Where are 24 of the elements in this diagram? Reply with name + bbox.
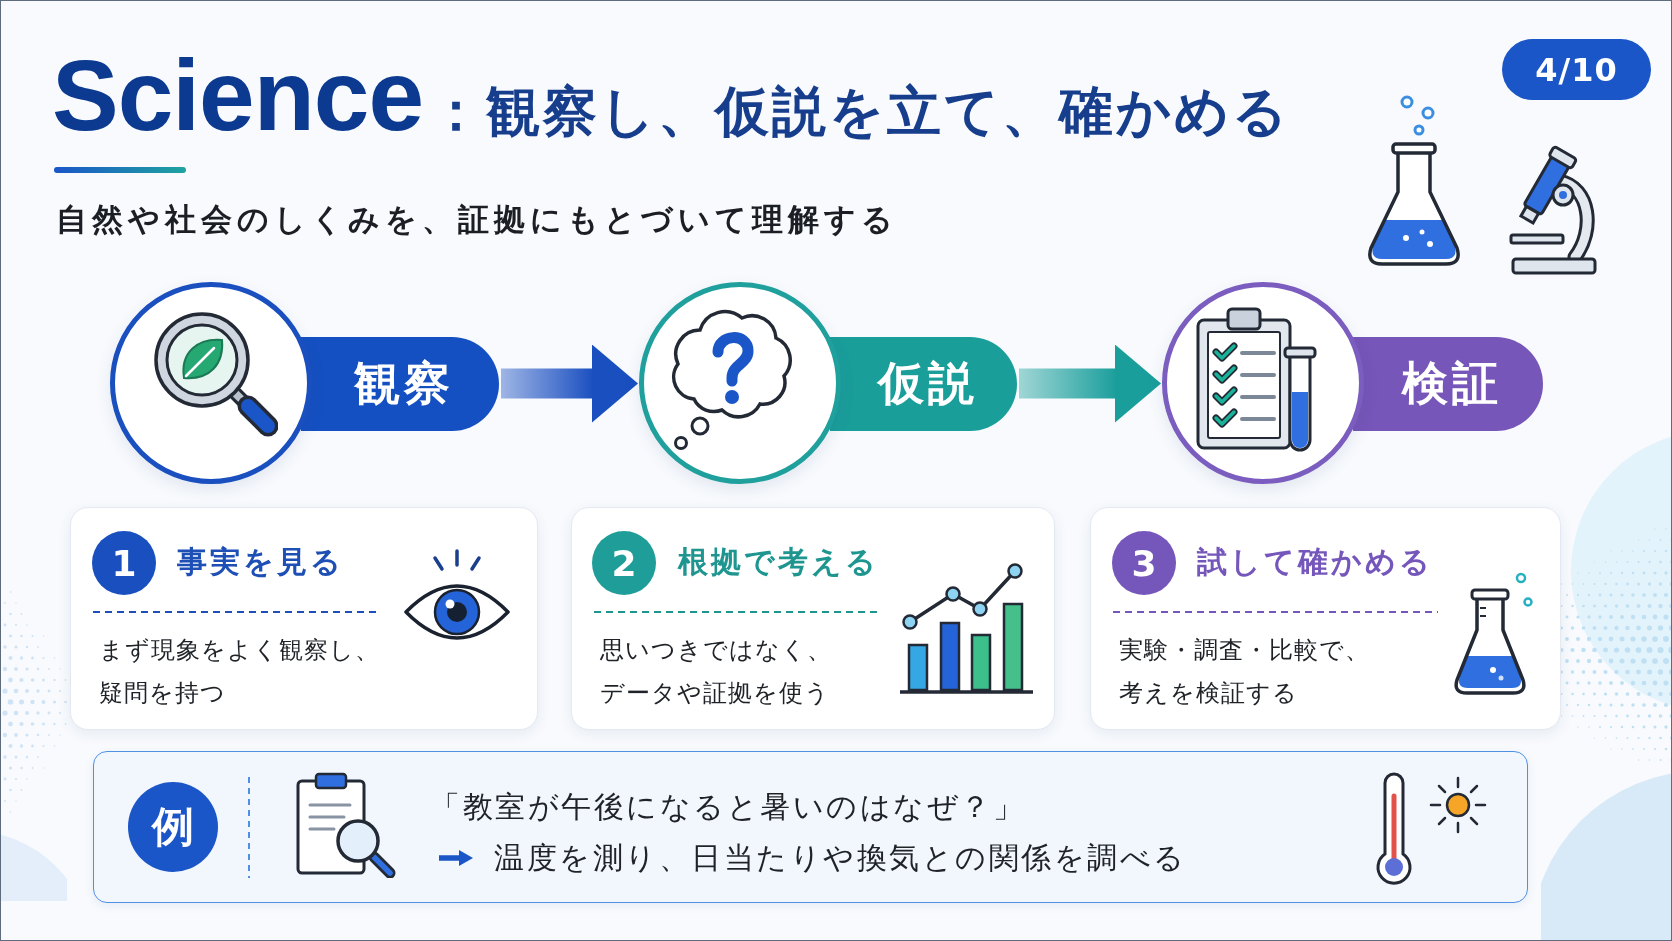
step-card xyxy=(70,507,538,730)
example-marker: 例 xyxy=(128,782,218,872)
card-heading: 根拠で考える xyxy=(678,543,879,581)
page-number: 4/10 xyxy=(1502,39,1651,100)
slide-title: Science：観察し、仮説を立て、確かめる xyxy=(52,45,1291,145)
example-panel xyxy=(93,751,1528,903)
card-heading: 事実を見る xyxy=(177,543,344,581)
card-text: まず現象をよく観察し、疑問を持つ xyxy=(99,635,381,709)
example-answer: 温度を測り、日当たりや換気との関係を調べる xyxy=(494,839,1187,877)
card-heading: 試して確かめる xyxy=(1197,543,1433,581)
step-number: 3 xyxy=(1112,531,1176,595)
card-text: 実験・調査・比較で、考えを検証する xyxy=(1119,635,1371,709)
example-question: 「教室が午後になると暑いのはなぜ？」 xyxy=(430,788,1025,826)
step-label: 検証 xyxy=(1353,337,1543,431)
subtitle: 自然や社会のしくみを、証拠にもとづいて理解する xyxy=(56,200,898,239)
step-label: 仮説 xyxy=(830,337,1017,431)
step-label: 観察 xyxy=(301,337,499,431)
arrow xyxy=(501,344,638,423)
step-number: 1 xyxy=(92,531,156,595)
step-card xyxy=(1090,507,1561,730)
step-number: 2 xyxy=(592,531,656,595)
arrow xyxy=(1019,344,1161,423)
card-text: 思いつきではなく、データや証拠を使う xyxy=(600,635,833,709)
step-card xyxy=(571,507,1055,730)
